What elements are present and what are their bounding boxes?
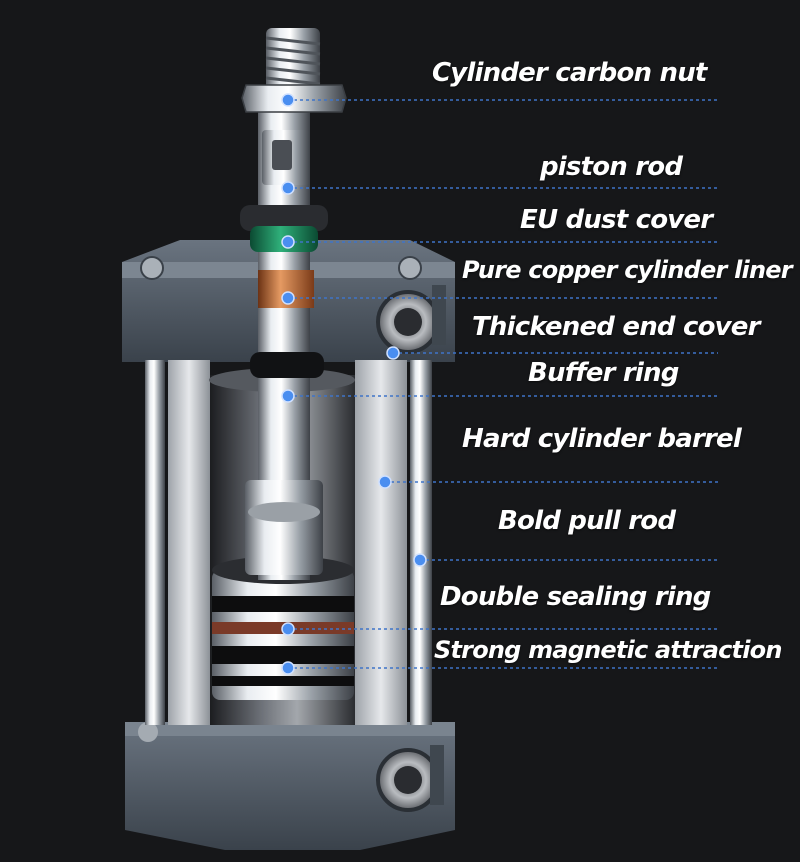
- leader-lines: [288, 99, 718, 669]
- label-copper-liner: Pure copper cylinder liner: [462, 256, 793, 284]
- dot-piston-rod: [281, 181, 295, 195]
- bottom-end-cap: [125, 722, 455, 850]
- label-carbon-nut: Cylinder carbon nut: [432, 58, 707, 88]
- label-buffer-ring: Buffer ring: [528, 358, 679, 388]
- label-barrel: Hard cylinder barrel: [462, 424, 742, 454]
- label-dust-cover: EU dust cover: [520, 205, 713, 235]
- piston: [212, 556, 354, 700]
- label-pull-rod: Bold pull rod: [498, 506, 676, 536]
- dot-barrel: [378, 475, 392, 489]
- callout-dots: [281, 93, 427, 675]
- label-magnet: Strong magnetic attraction: [434, 636, 782, 664]
- dot-copper-liner: [281, 291, 295, 305]
- dot-dust-cover: [281, 235, 295, 249]
- dot-end-cover: [386, 346, 400, 360]
- dot-sealing-ring: [281, 622, 295, 636]
- label-end-cover: Thickened end cover: [472, 312, 760, 342]
- dot-carbon-nut: [281, 93, 295, 107]
- dot-buffer-ring: [281, 389, 295, 403]
- label-piston-rod: piston rod: [540, 152, 683, 182]
- label-sealing-ring: Double sealing ring: [440, 582, 711, 612]
- rod-thread: [241, 28, 347, 185]
- dot-pull-rod: [413, 553, 427, 567]
- tie-rods: [145, 360, 432, 725]
- dot-magnet: [281, 661, 295, 675]
